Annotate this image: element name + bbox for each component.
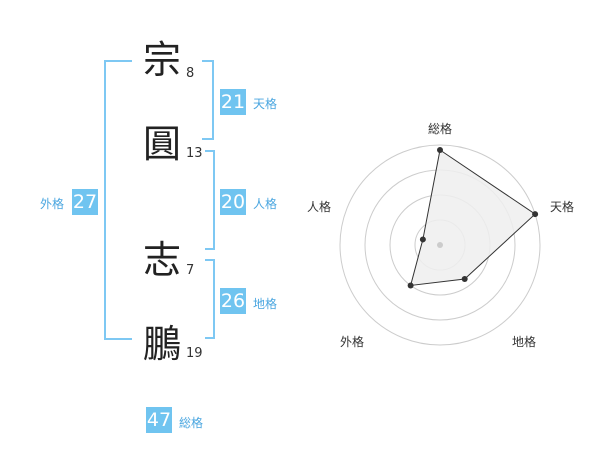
- stroke-count-2: 13: [186, 146, 203, 161]
- radar-point-4: [407, 282, 414, 289]
- ten-bracket: [202, 60, 214, 140]
- ten-label: 天格: [253, 97, 278, 111]
- radar-chart: [339, 144, 541, 346]
- radar-point-2: [532, 211, 539, 218]
- gai-label: 外格: [40, 197, 65, 211]
- stroke-count-3: 7: [186, 263, 195, 278]
- stroke-count-1: 8: [186, 66, 195, 81]
- name-char-3: 志: [142, 238, 181, 282]
- radar-label-jin: 人格: [307, 200, 332, 214]
- radar-grid-ring: [339, 144, 541, 346]
- radar-point-3: [461, 275, 468, 282]
- gai-bracket: [104, 60, 132, 340]
- radar-center-point: [437, 242, 443, 248]
- ten-badge: 21: [220, 89, 246, 115]
- chi-bracket: [205, 259, 215, 339]
- chi-label: 地格: [253, 297, 278, 311]
- stroke-count-4: 19: [186, 346, 203, 361]
- chi-badge: 26: [220, 288, 246, 314]
- jin-badge: 20: [220, 189, 246, 215]
- radar-polygon: [409, 149, 536, 287]
- radar-point-1: [437, 147, 443, 153]
- radar-label-chi: 地格: [512, 335, 537, 349]
- name-char-4: 鵬: [142, 322, 181, 366]
- name-char-2: 圓: [142, 122, 181, 166]
- gai-badge: 27: [72, 189, 98, 215]
- so-badge: 47: [146, 407, 172, 433]
- radar-point-5: [419, 236, 426, 243]
- radar-label-so: 総格: [428, 122, 453, 136]
- radar-label-gai: 外格: [340, 335, 365, 349]
- radar-label-ten: 天格: [550, 200, 575, 214]
- name-char-1: 宗: [142, 38, 181, 82]
- so-label: 総格: [179, 416, 204, 430]
- jin-bracket: [205, 150, 215, 250]
- jin-label: 人格: [253, 197, 278, 211]
